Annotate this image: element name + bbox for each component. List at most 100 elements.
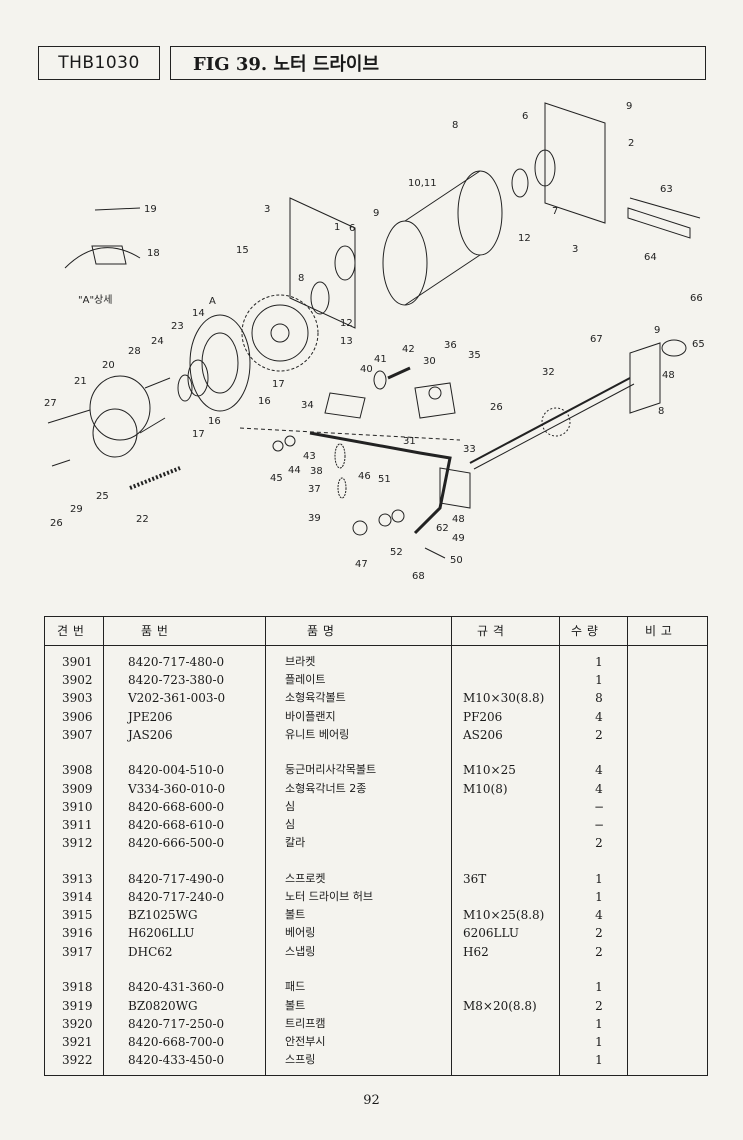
part-name-cell: 노터 드라이브 허브: [285, 890, 373, 904]
item-no-cell: 3909: [62, 781, 93, 796]
diagram-svg: 9 2 6 8 10,11 63 7 12 3 64 19 18 "A"상세 3…: [44, 101, 705, 582]
model-code-box: THB1030: [38, 46, 160, 80]
svg-text:26: 26: [490, 402, 503, 413]
part-name-cell: 패드: [285, 980, 306, 994]
svg-text:42: 42: [402, 344, 415, 355]
svg-text:1: 1: [334, 222, 340, 233]
svg-text:6: 6: [349, 223, 355, 234]
part-name-cell: 볼트: [285, 908, 306, 922]
svg-text:3: 3: [264, 204, 270, 215]
svg-text:8: 8: [452, 120, 458, 131]
qty-cell: 2: [595, 926, 603, 941]
item-no-cell: 3917: [62, 944, 93, 959]
part-name-cell: 베어링: [285, 926, 316, 940]
table-header: 견 번 품 번 품 명 규 격 수 량 비 고: [45, 617, 707, 646]
qty-cell: 2: [595, 998, 603, 1013]
spec-cell: M10(8): [463, 781, 508, 796]
svg-text:23: 23: [171, 321, 184, 332]
exploded-parts-diagram: 9 2 6 8 10,11 63 7 12 3 64 19 18 "A"상세 3…: [0, 88, 743, 608]
qty-cell: −: [593, 799, 605, 814]
part-name-cell: 심: [285, 799, 296, 813]
part-no-cell: 8420-723-380-0: [128, 673, 225, 688]
part-name-cell: 브라켓: [285, 655, 316, 668]
svg-text:37: 37: [308, 484, 321, 495]
svg-text:10,11: 10,11: [408, 178, 437, 189]
svg-text:62: 62: [436, 523, 449, 534]
spec-cell: M10×25: [463, 763, 516, 778]
qty-cell: 1: [595, 1016, 603, 1031]
part-no-cell: BZ0820WG: [128, 998, 198, 1013]
svg-text:2: 2: [628, 138, 634, 149]
svg-text:16: 16: [208, 416, 221, 427]
column-divider: [103, 617, 104, 1075]
qty-cell: 1: [595, 890, 603, 905]
header-item-no: 견 번: [57, 624, 85, 638]
qty-cell: 1: [595, 1053, 603, 1068]
svg-text:19: 19: [144, 204, 157, 215]
qty-cell: 4: [595, 908, 603, 923]
svg-text:66: 66: [690, 293, 703, 304]
header-part-no: 품 번: [141, 624, 169, 638]
part-no-cell: V334-360-010-0: [128, 781, 226, 796]
svg-text:12: 12: [340, 318, 353, 329]
sprocket-36t: [241, 294, 319, 372]
svg-text:21: 21: [74, 376, 87, 387]
qty-cell: 1: [595, 1034, 603, 1049]
figure-title-box: FIG 39. 노터 드라이브: [170, 46, 706, 80]
svg-text:3: 3: [572, 244, 578, 255]
part-name-cell: 플레이트: [285, 673, 326, 687]
part-no-cell: 8420-666-500-0: [128, 836, 225, 851]
part-no-cell: 8420-717-240-0: [128, 890, 225, 905]
svg-text:40: 40: [360, 364, 373, 375]
item-no-cell: 3915: [62, 908, 93, 923]
part-no-cell: 8420-433-450-0: [128, 1053, 225, 1068]
part-name-cell: 스프링: [285, 1053, 316, 1067]
svg-text:32: 32: [542, 367, 555, 378]
qty-cell: −: [593, 818, 605, 832]
svg-text:12: 12: [518, 233, 531, 244]
item-no-cell: 3910: [62, 799, 93, 814]
svg-text:47: 47: [355, 559, 368, 570]
part-name-cell: 둥근머리사각목볼트: [285, 763, 377, 777]
link-34: [324, 392, 366, 419]
page-number: 92: [363, 1093, 380, 1108]
item-no-cell: 3916: [62, 926, 93, 941]
svg-text:9: 9: [626, 101, 632, 112]
svg-text:15: 15: [236, 245, 249, 256]
detail-a-outline: [64, 247, 141, 269]
svg-text:27: 27: [44, 398, 57, 409]
item-no-cell: 3913: [62, 871, 93, 886]
svg-text:9: 9: [373, 208, 379, 219]
shaft-sprocket: [541, 407, 571, 437]
svg-text:25: 25: [96, 491, 109, 502]
spec-cell: AS206: [463, 727, 503, 742]
svg-text:22: 22: [136, 514, 149, 525]
column-divider: [627, 617, 628, 1075]
svg-text:9: 9: [654, 325, 660, 336]
part-name-cell: 칼라: [285, 836, 306, 850]
part-name-cell: 심: [285, 818, 296, 831]
spec-cell: M10×25(8.8): [463, 908, 545, 923]
item-no-cell: 3920: [62, 1016, 93, 1031]
item-no-cell: 3912: [62, 836, 93, 851]
qty-cell: 4: [595, 709, 603, 724]
svg-text:34: 34: [301, 400, 314, 411]
svg-text:18: 18: [147, 248, 160, 259]
item-no-cell: 3906: [62, 709, 93, 724]
svg-text:48: 48: [452, 514, 465, 525]
svg-text:50: 50: [450, 555, 463, 566]
svg-text:67: 67: [590, 334, 603, 345]
qty-cell: 1: [595, 871, 603, 886]
drive-hub: [189, 314, 251, 412]
svg-text:45: 45: [270, 473, 283, 484]
bearing-block: [414, 382, 456, 419]
